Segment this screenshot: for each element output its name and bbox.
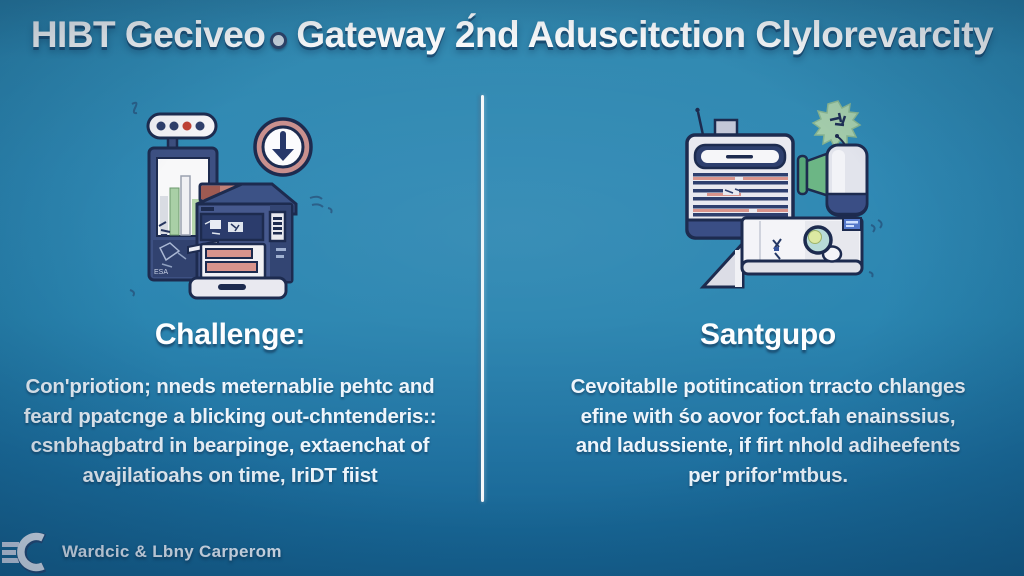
tablet-tag-label: ESA bbox=[154, 269, 168, 276]
valve-icon bbox=[796, 151, 831, 198]
right-body-line: per prifor'mtbus. bbox=[688, 463, 848, 487]
right-body: Cevoitablle potitincation trracto chlang… bbox=[512, 372, 1024, 490]
page-title-part2: Gateway 2́nd Aduscitction Clylorevarcity bbox=[296, 14, 994, 55]
right-body-line: efine with śo aovor foct.fah enainssius, bbox=[580, 404, 956, 428]
page-title-part1: HIBT Geciveo bbox=[30, 14, 266, 55]
page-title: HIBT Geciveo Gateway 2́nd Aduscitction Cl… bbox=[0, 12, 1024, 60]
left-body-line: feard ppatcnge a blicking out-chntenderi… bbox=[23, 404, 437, 428]
right-squiggles bbox=[868, 219, 883, 278]
column-divider bbox=[481, 95, 484, 502]
left-heading: Challenge: bbox=[154, 318, 306, 351]
right-body-line: and ladussiente, if firt nhold adiheefen… bbox=[575, 434, 961, 457]
server-illustration bbox=[685, 100, 883, 289]
left-body: Con'priotion; nneds meternablie pehtc an… bbox=[0, 372, 460, 490]
gear-splat-icon bbox=[811, 100, 862, 150]
download-arrow-icon bbox=[253, 117, 313, 177]
donut-circle-icon bbox=[270, 32, 288, 49]
devices-illustration: ESA bbox=[129, 101, 333, 300]
left-body-line: avajilatioahs on time, IriDT fiist bbox=[82, 463, 378, 487]
magnifier-icon bbox=[803, 225, 843, 263]
background-squiggles bbox=[129, 101, 333, 297]
canister-icon bbox=[825, 134, 869, 217]
printer-icon bbox=[187, 182, 298, 300]
status-pill-icon bbox=[146, 112, 218, 151]
brand-name: Wardcic & Lbny Carperom bbox=[62, 542, 282, 561]
right-heading: Santgupo bbox=[700, 318, 836, 351]
right-body-line: Cevoitablle potitincation trracto chlang… bbox=[570, 375, 966, 398]
left-body-line: csnbhagbatrd in bearpinge, extaenchat of bbox=[30, 434, 430, 457]
left-body-line: Con'priotion; nneds meternablie pehtc an… bbox=[25, 375, 435, 398]
server-icon bbox=[685, 107, 795, 240]
brand-logo-icon bbox=[2, 532, 47, 574]
